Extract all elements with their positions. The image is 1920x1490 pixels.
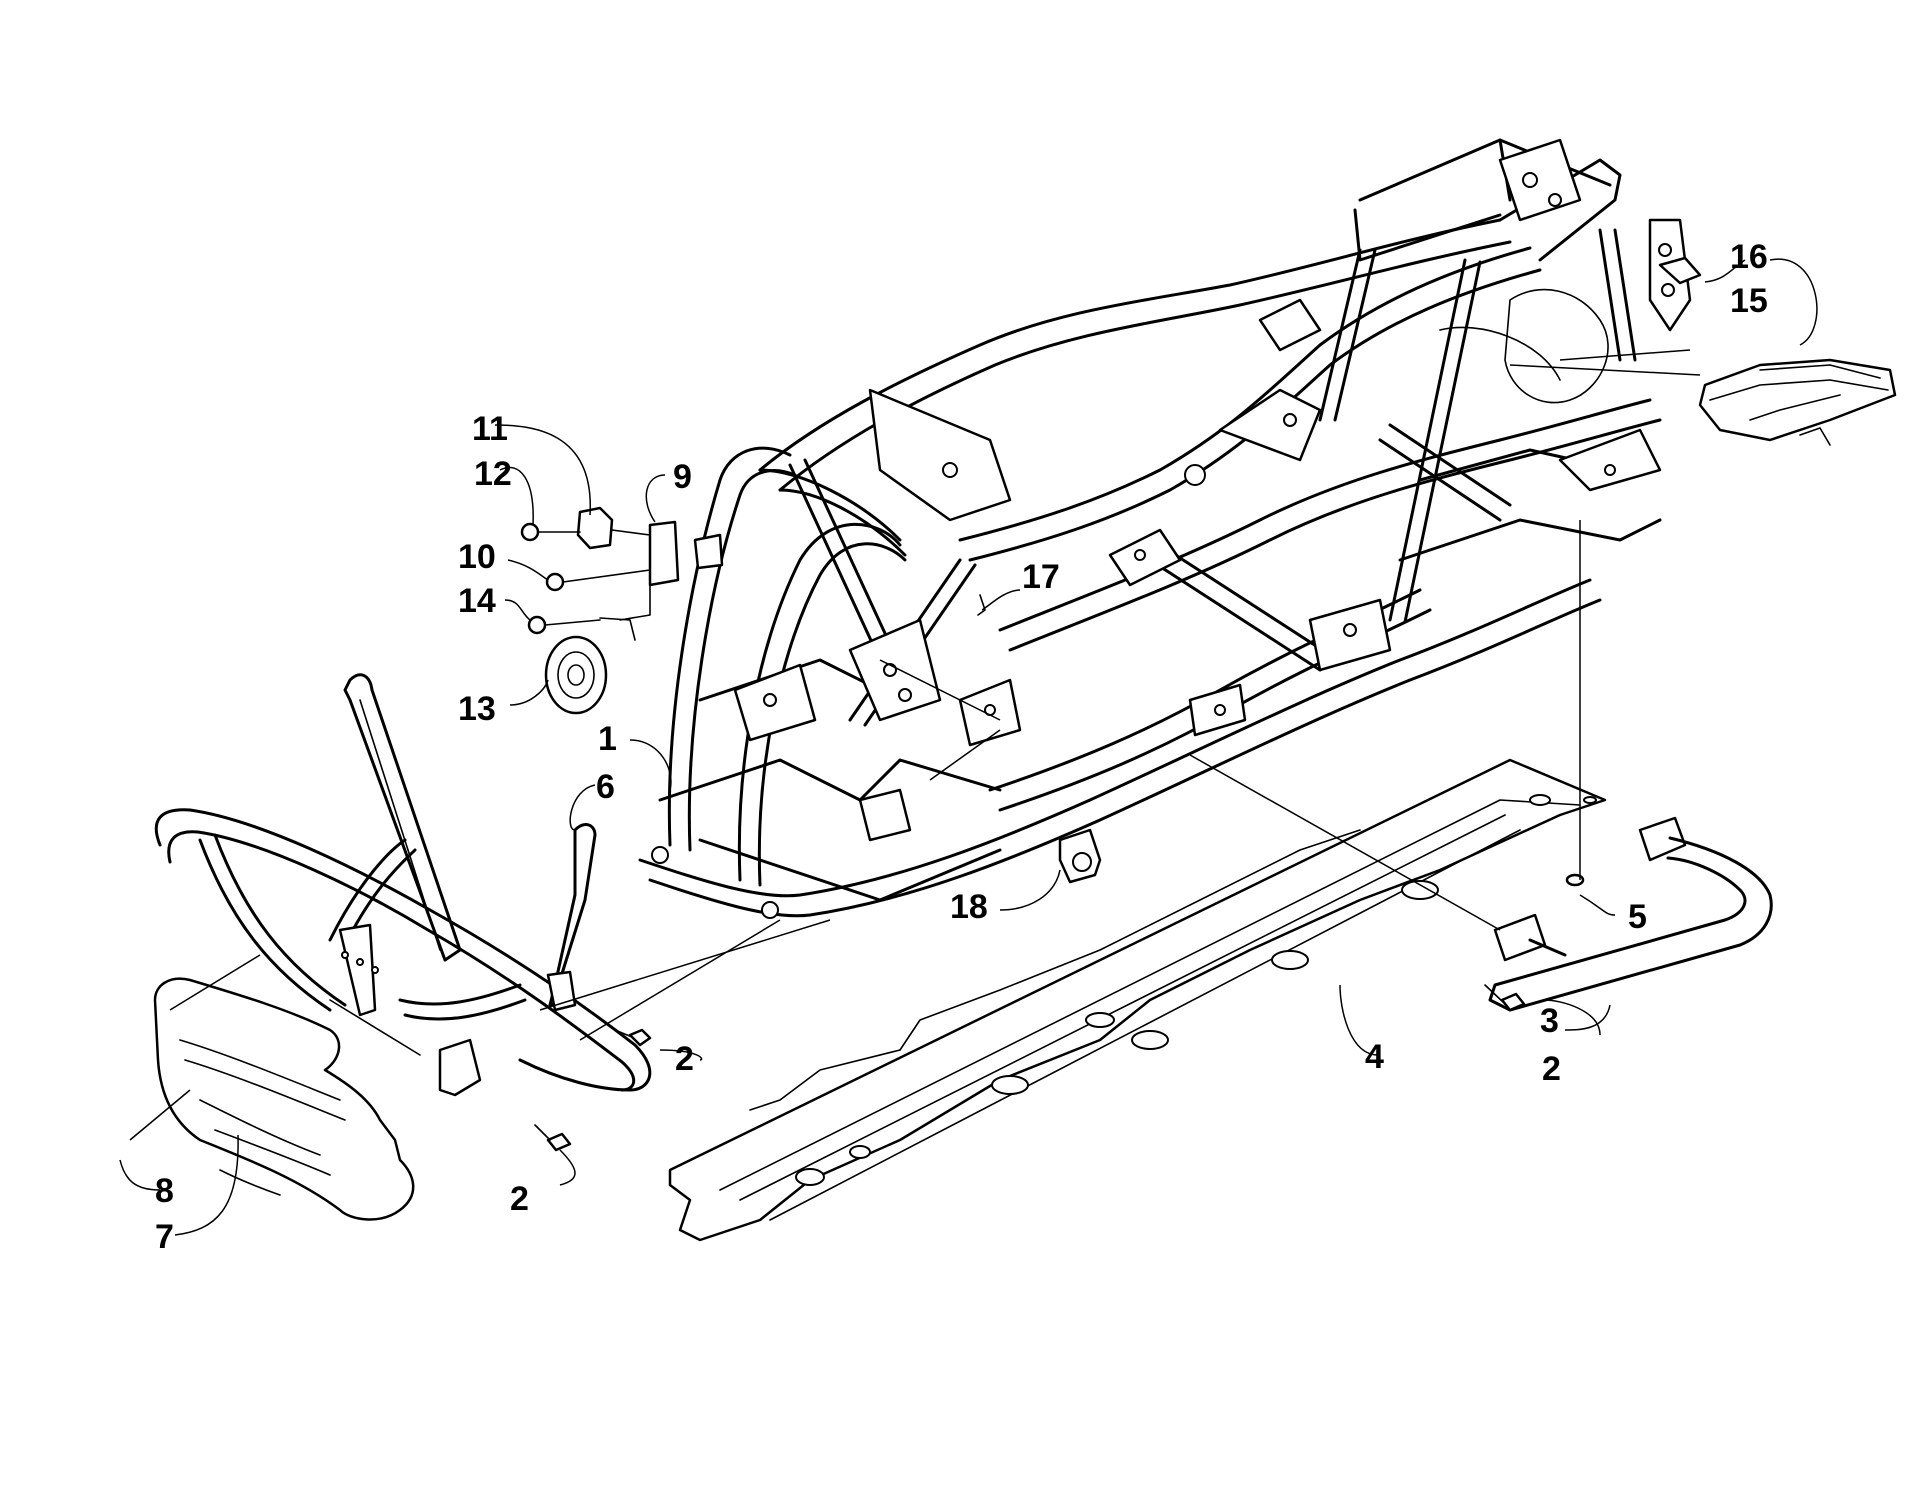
bolt-part-17 [977,594,986,616]
callout-10: 10 [458,538,496,576]
bumper-brace [546,823,597,1012]
rear-plate [1658,256,1897,446]
fastener-5 [1565,873,1585,887]
callout-7: 7 [155,1218,174,1256]
callout-8: 8 [155,1172,174,1210]
callout-9: 9 [673,458,692,496]
callout-15: 15 [1730,282,1768,320]
assembly-lines [129,349,1701,1141]
callout-18: 18 [950,888,988,926]
callout-2-step-bar: 2 [1542,1050,1561,1088]
callout-14: 14 [458,582,496,620]
fastener-2a [614,1028,652,1047]
skid-plate [668,758,1607,1242]
callout-5: 5 [1628,898,1647,936]
frame-assembly [638,138,1692,919]
callout-leaders [119,258,1818,1236]
callout-16: 16 [1730,238,1768,276]
callout-2-bumper-brace: 2 [675,1040,694,1078]
bushing-part [1058,828,1102,884]
callout-2-bumper-mount: 2 [510,1180,529,1218]
callout-6: 6 [596,768,615,806]
callout-17: 17 [1022,558,1060,596]
fastener-2b [534,1124,572,1152]
callout-1: 1 [598,720,617,758]
callout-4: 4 [1365,1038,1384,1076]
callout-13: 13 [458,690,496,728]
bumper-cover [153,977,415,1221]
callout-labels: 1 2 2 2 3 4 5 6 7 8 9 10 11 12 13 14 15 … [155,238,1768,1256]
fastener-2c [1484,984,1526,1012]
callout-11: 11 [472,410,508,448]
horn-assembly [520,506,724,715]
step-bar [1488,816,1773,1012]
callout-3: 3 [1540,1002,1559,1040]
front-bumper [154,673,652,1097]
callout-12: 12 [474,455,512,493]
